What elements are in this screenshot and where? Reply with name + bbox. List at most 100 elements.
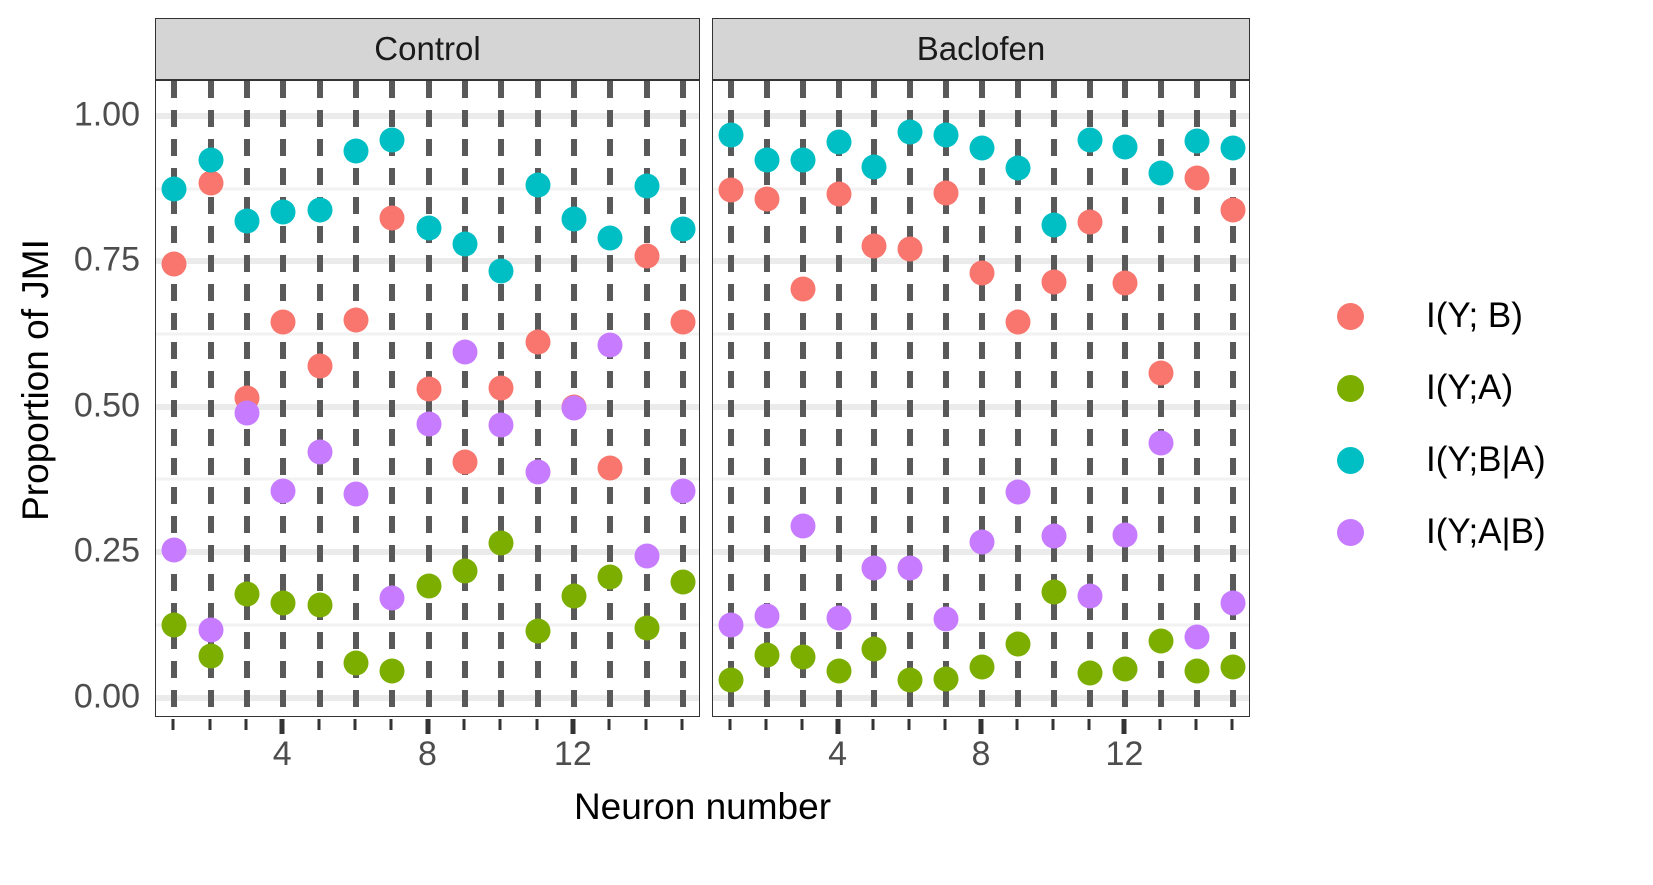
data-point bbox=[1041, 579, 1067, 605]
x-tick-minor bbox=[498, 719, 502, 730]
data-point bbox=[1005, 479, 1031, 505]
legend-item[interactable]: I(Y;B|A) bbox=[1320, 424, 1546, 496]
vertical-gridline bbox=[727, 81, 734, 716]
data-point bbox=[933, 606, 959, 632]
x-tick-label: 4 bbox=[272, 735, 292, 773]
data-point bbox=[718, 177, 744, 203]
data-point bbox=[754, 603, 780, 629]
x-tick-minor bbox=[1015, 719, 1019, 730]
y-tick-label: 0.75 bbox=[73, 240, 140, 279]
data-point bbox=[379, 205, 405, 231]
data-point bbox=[861, 154, 887, 180]
data-point bbox=[198, 643, 223, 669]
data-point bbox=[933, 180, 959, 206]
data-point bbox=[718, 122, 744, 148]
data-point bbox=[416, 411, 441, 437]
x-tick-major bbox=[570, 719, 576, 734]
vertical-gridline bbox=[171, 81, 178, 716]
data-point bbox=[597, 455, 623, 481]
data-point bbox=[452, 231, 478, 257]
data-point bbox=[561, 395, 587, 421]
data-point bbox=[597, 564, 623, 590]
legend-color-dot bbox=[1336, 446, 1364, 474]
data-point bbox=[1077, 583, 1103, 609]
x-tick-major bbox=[1121, 719, 1127, 734]
data-point bbox=[1077, 660, 1103, 686]
data-point bbox=[525, 329, 550, 355]
vertical-gridline bbox=[799, 81, 806, 716]
legend-item[interactable]: I(Y;A|B) bbox=[1320, 496, 1546, 568]
legend-key bbox=[1320, 446, 1380, 474]
data-point bbox=[826, 129, 852, 155]
data-point bbox=[897, 119, 923, 145]
x-tick-label: 4 bbox=[828, 735, 847, 773]
x-tick-label: 12 bbox=[1105, 735, 1144, 773]
legend-item[interactable]: I(Y; B) bbox=[1320, 280, 1546, 352]
x-tick-minor bbox=[389, 719, 393, 730]
x-tick-label: 12 bbox=[553, 735, 592, 773]
vertical-gridline bbox=[943, 81, 950, 716]
data-point bbox=[969, 135, 995, 161]
vertical-gridline bbox=[1122, 81, 1129, 716]
data-point bbox=[379, 127, 405, 153]
data-point bbox=[897, 555, 923, 581]
data-point bbox=[307, 592, 332, 618]
panel-plot-baclofen bbox=[712, 80, 1250, 717]
data-point bbox=[416, 573, 441, 599]
data-point bbox=[790, 147, 816, 173]
legend-color-dot bbox=[1336, 518, 1364, 546]
data-point bbox=[561, 583, 587, 609]
data-point bbox=[861, 555, 887, 581]
data-point bbox=[343, 650, 369, 676]
data-point bbox=[670, 309, 696, 335]
data-point bbox=[634, 243, 659, 269]
data-point bbox=[718, 612, 744, 638]
vertical-gridline bbox=[907, 81, 914, 716]
data-point bbox=[270, 590, 296, 616]
y-tick-label: 0.00 bbox=[73, 677, 140, 716]
data-point bbox=[270, 199, 296, 225]
vertical-gridline bbox=[534, 81, 541, 716]
vertical-gridline bbox=[1158, 81, 1165, 716]
data-point bbox=[1041, 269, 1067, 295]
data-point bbox=[198, 170, 223, 196]
data-point bbox=[1220, 135, 1246, 161]
data-point bbox=[307, 197, 332, 223]
data-point bbox=[670, 478, 696, 504]
x-tick-minor bbox=[171, 719, 175, 730]
data-point bbox=[1005, 155, 1031, 181]
data-point bbox=[670, 569, 696, 595]
x-tick-minor bbox=[353, 719, 357, 730]
x-tick-minor bbox=[943, 719, 947, 730]
vertical-gridline bbox=[763, 81, 770, 716]
data-point bbox=[1148, 360, 1174, 386]
data-point bbox=[969, 529, 995, 555]
data-point bbox=[1220, 197, 1246, 223]
data-point bbox=[379, 658, 405, 684]
data-point bbox=[343, 138, 369, 164]
data-point bbox=[933, 666, 959, 692]
data-point bbox=[488, 530, 514, 556]
x-tick-minor bbox=[1194, 719, 1198, 730]
data-point bbox=[897, 236, 923, 262]
data-point bbox=[343, 481, 369, 507]
x-tick-minor bbox=[244, 719, 248, 730]
x-tick-minor bbox=[728, 719, 732, 730]
x-tick-minor bbox=[1087, 719, 1091, 730]
vertical-gridline bbox=[1194, 81, 1201, 716]
data-point bbox=[488, 375, 514, 401]
data-point bbox=[452, 339, 478, 364]
data-point bbox=[634, 173, 659, 199]
vertical-gridline bbox=[1014, 81, 1021, 716]
data-point bbox=[198, 147, 223, 173]
legend-item[interactable]: I(Y;A) bbox=[1320, 352, 1546, 424]
vertical-gridline bbox=[280, 81, 287, 716]
data-point bbox=[826, 658, 852, 684]
data-point bbox=[452, 558, 478, 584]
data-point bbox=[452, 449, 478, 475]
data-point bbox=[670, 216, 696, 242]
data-point bbox=[933, 122, 959, 148]
data-point bbox=[525, 459, 550, 485]
data-point bbox=[234, 208, 260, 234]
